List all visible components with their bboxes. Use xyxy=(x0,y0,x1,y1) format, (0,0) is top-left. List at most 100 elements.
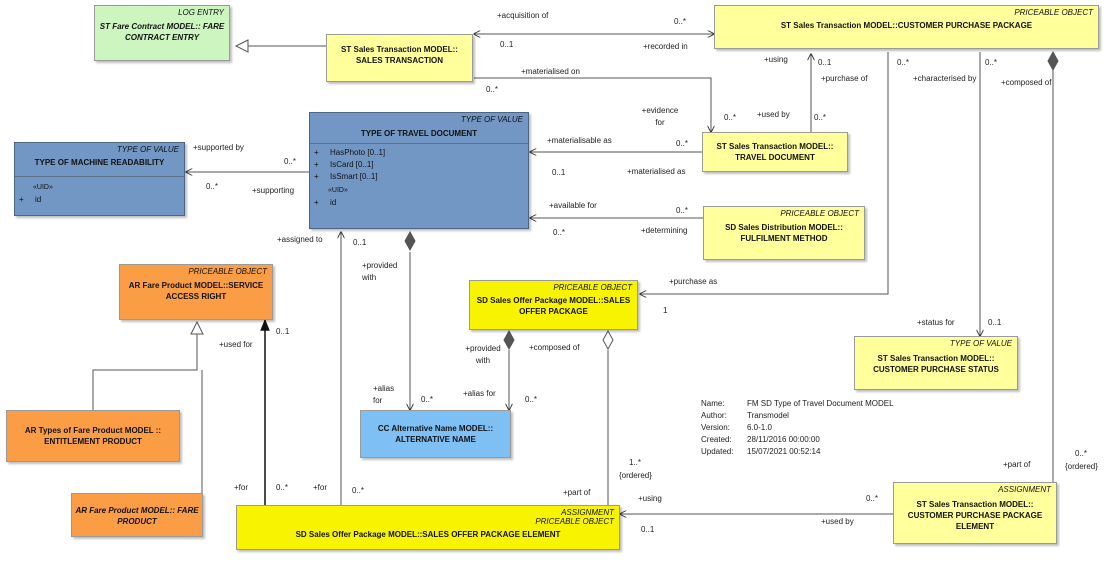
stereotype: ASSIGNMENT xyxy=(561,508,614,517)
multiplicity-label: 0..* xyxy=(985,58,998,67)
role-label: +supported by xyxy=(193,143,244,152)
multiplicity-label: 0..* xyxy=(276,483,289,492)
customer-purchase-package-box[interactable]: PRICEABLE OBJECT ST Sales Transaction MO… xyxy=(714,5,1099,49)
role-label: +for xyxy=(313,483,328,492)
role-label: +using xyxy=(638,494,662,503)
multiplicity-label: 0..1 xyxy=(988,318,1002,327)
service-access-right-box[interactable]: PRICEABLE OBJECT AR Fare Product MODEL::… xyxy=(119,264,273,320)
role-label: +available for xyxy=(549,201,597,210)
multiplicity-label: 0..* xyxy=(724,113,737,122)
entitlement-product-box[interactable]: AR Types of Fare Product MODEL :: ENTITL… xyxy=(6,410,180,462)
role-label: +composed of xyxy=(529,343,580,352)
multiplicity-label: 0..* xyxy=(352,486,365,495)
meta-row: Version:6.0-1.0 xyxy=(701,423,772,432)
multiplicity-label: 0..* xyxy=(284,157,297,166)
sales-transaction-box[interactable]: ST Sales Transaction MODEL:: SALES TRANS… xyxy=(326,34,473,82)
multiplicity-label: 1 xyxy=(663,306,668,315)
multiplicity-label: 0..1 xyxy=(641,525,655,534)
multiplicity-label: 0..* xyxy=(206,182,219,191)
gen-triangle-2 xyxy=(190,320,204,335)
attribute-row: +HasPhoto [0..1] xyxy=(314,148,386,157)
role-label: +supporting xyxy=(252,186,295,195)
role-label: +determining xyxy=(641,226,688,235)
role-label: +part of xyxy=(1003,460,1031,469)
role-label: +for xyxy=(234,483,249,492)
box-title: ST Sales Transaction MODEL:: SALES TRANS… xyxy=(341,45,458,65)
constraint-label: {ordered} xyxy=(619,471,652,480)
stereotype-secondary: PRICEABLE OBJECT xyxy=(535,517,614,526)
customer-purchase-status-box[interactable]: TYPE OF VALUE ST Sales Transaction MODEL… xyxy=(854,336,1018,390)
multiplicity-label: 0..* xyxy=(486,85,499,94)
stereotype: LOG ENTRY xyxy=(178,8,224,17)
travel-document-box[interactable]: ST Sales Transaction MODEL:: TRAVEL DOCU… xyxy=(702,132,848,172)
role-label: +status for xyxy=(917,318,955,327)
attribute-list: +HasPhoto [0..1] +IsCard [0..1] +IsSmart… xyxy=(310,143,528,209)
multiplicity-label: 0..1 xyxy=(353,238,367,247)
role-label: +used by xyxy=(821,517,854,526)
multiplicity-label: 0..* xyxy=(553,228,566,237)
alternative-name-box[interactable]: CC Alternative Name MODEL:: ALTERNATIVE … xyxy=(360,410,511,458)
role-label: +used by xyxy=(757,110,790,119)
multiplicity-label: 0..1 xyxy=(500,40,514,49)
fulfilment-method-box[interactable]: PRICEABLE OBJECT SD Sales Distribution M… xyxy=(703,206,865,260)
box-title: AR Types of Fare Product MODEL :: ENTITL… xyxy=(24,426,162,446)
uid-attribute: +id xyxy=(19,195,42,204)
customer-purchase-package-element-box[interactable]: ASSIGNMENT ST Sales Transaction MODEL:: … xyxy=(893,482,1057,544)
fare-product-box[interactable]: AR Fare Product MODEL:: FARE PRODUCT xyxy=(71,493,203,537)
multiplicity-label: 0..* xyxy=(897,58,910,67)
role-label: +materialised on xyxy=(521,67,580,76)
type-of-machine-readability-box[interactable]: TYPE OF VALUE TYPE OF MACHINE READABILIT… xyxy=(14,142,185,216)
box-title: ST Fare Contract MODEL:: FARE CONTRACT E… xyxy=(99,22,225,42)
stereotype: PRICEABLE OBJECT xyxy=(1014,8,1093,17)
stereotype: TYPE OF VALUE xyxy=(949,339,1012,348)
multiplicity-label: 0..* xyxy=(676,139,689,148)
constraint-label: {ordered} xyxy=(1065,462,1098,471)
log-entry-box[interactable]: LOG ENTRY ST Fare Contract MODEL:: FARE … xyxy=(94,5,230,61)
uid-label: «UID» xyxy=(33,184,53,191)
multiplicity-label: 0..* xyxy=(676,206,689,215)
multiplicity-label: 0..1 xyxy=(276,327,290,336)
uid-label: «UID» xyxy=(328,187,348,194)
box-title: ST Sales Transaction MODEL::CUSTOMER PUR… xyxy=(780,21,1033,30)
meta-row: Updated:15/07/2021 00:52:14 xyxy=(701,447,821,456)
uid-attribute: +id xyxy=(314,198,337,207)
role-label: +part of xyxy=(563,488,591,497)
box-title: TYPE OF MACHINE READABILITY xyxy=(34,158,165,167)
multiplicity-label: 0..1 xyxy=(818,58,832,67)
meta-row: Name:FM SD Type of Travel Document MODEL xyxy=(701,399,894,408)
multiplicity-label: 0..* xyxy=(814,113,827,122)
box-title: ST Sales Transaction MODEL:: CUSTOMER PU… xyxy=(907,500,1043,531)
sales-offer-package-box[interactable]: PRICEABLE OBJECT SD Sales Offer Package … xyxy=(469,280,638,330)
multiplicity-label: 0..* xyxy=(674,17,687,26)
attribute-row: +IsSmart [0..1] xyxy=(314,172,378,181)
box-title: CC Alternative Name MODEL:: ALTERNATIVE … xyxy=(377,424,494,444)
assoc-materialised-on xyxy=(474,77,711,132)
role-label: +provided with xyxy=(362,261,398,282)
multiplicity-label: 0..* xyxy=(866,494,879,503)
role-label: +materialisable as xyxy=(547,136,612,145)
role-label: +using xyxy=(764,55,788,64)
meta-row: Created:28/11/2016 00:00:00 xyxy=(701,435,820,444)
role-label: +evidence for xyxy=(641,106,679,127)
role-label: +purchase of xyxy=(821,74,868,83)
assoc-purchase-as xyxy=(640,52,889,294)
role-label: +composed of xyxy=(1001,78,1052,87)
box-title: SD Sales Distribution MODEL:: FULFILMENT… xyxy=(725,223,843,243)
generalisation-triangle xyxy=(234,39,249,53)
sales-offer-package-element-box[interactable]: ASSIGNMENT PRICEABLE OBJECT SD Sales Off… xyxy=(236,505,620,550)
role-label: +characterised by xyxy=(913,74,977,83)
stereotype: PRICEABLE OBJECT xyxy=(553,283,632,292)
box-title: TYPE OF TRAVEL DOCUMENT xyxy=(360,129,478,138)
box-title: ST Sales Transaction MODEL:: CUSTOMER PU… xyxy=(873,354,999,374)
stereotype: TYPE OF VALUE xyxy=(116,145,179,154)
stereotype: TYPE OF VALUE xyxy=(460,115,523,124)
multiplicity-label: 0..* xyxy=(1075,449,1088,458)
role-label: +purchase as xyxy=(669,277,718,286)
type-of-travel-document-box[interactable]: TYPE OF VALUE TYPE OF TRAVEL DOCUMENT +H… xyxy=(309,112,529,229)
attribute-row: +IsCard [0..1] xyxy=(314,160,374,169)
role-label: +alias for xyxy=(373,384,395,405)
stereotype: ASSIGNMENT xyxy=(998,485,1051,494)
box-title: ST Sales Transaction MODEL:: TRAVEL DOCU… xyxy=(716,142,834,162)
stereotype: PRICEABLE OBJECT xyxy=(188,267,267,276)
